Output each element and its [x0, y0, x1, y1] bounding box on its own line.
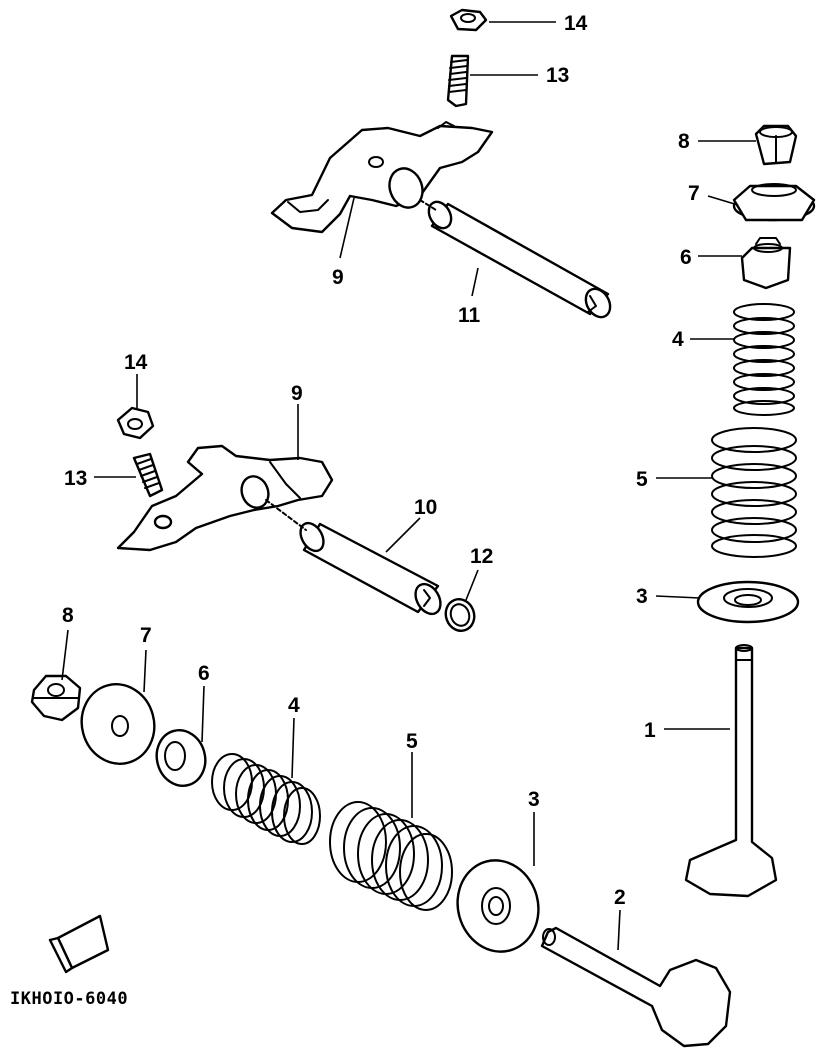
callout-1: 1	[644, 719, 656, 742]
part-8-valve-cotter-left	[30, 674, 82, 722]
callout-4-left: 4	[288, 694, 300, 717]
callout-9-mid: 9	[291, 382, 303, 405]
fwd-arrow-icon	[48, 914, 110, 974]
callout-6-right: 6	[680, 246, 692, 269]
callout-3-left: 3	[528, 788, 540, 811]
callout-4-right: 4	[672, 328, 684, 351]
callout-14-top: 14	[564, 12, 588, 35]
part-5-outer-spring-right	[711, 427, 797, 558]
callout-8-left: 8	[62, 604, 74, 627]
callout-13-top: 13	[546, 64, 569, 87]
part-13-adjusting-screw-mid	[132, 452, 164, 498]
part-2-valve-left	[540, 926, 732, 1048]
callout-8-right: 8	[678, 130, 690, 153]
part-10-rocker-shaft	[299, 521, 442, 616]
part-11-rocker-shaft	[427, 200, 612, 319]
part-14-nut-mid	[116, 406, 155, 440]
figure-code: IKHOIO-6040	[10, 989, 128, 1009]
callout-9-top: 9	[332, 266, 344, 289]
part-6-valve-stem-seal-right	[740, 237, 792, 290]
callout-13-mid: 13	[64, 467, 87, 490]
part-3-spring-seat-right	[696, 580, 800, 624]
leader-lines	[61, 21, 756, 951]
callout-5-left: 5	[406, 730, 418, 753]
part-4-inner-spring-left	[211, 753, 321, 845]
callout-11: 11	[458, 304, 481, 327]
part-4-inner-spring-right	[733, 303, 795, 416]
part-9-rocker-arm-mid	[116, 444, 334, 552]
part-13-adjusting-screw-top	[446, 54, 470, 108]
callout-10: 10	[414, 496, 437, 519]
part-3-spring-seat-left	[456, 859, 540, 953]
callout-5-right: 5	[636, 468, 648, 491]
part-5-outer-spring-left	[329, 801, 453, 911]
callout-3-right: 3	[636, 585, 648, 608]
part-7-spring-retainer-left	[80, 683, 156, 765]
part-6-valve-stem-seal-left	[155, 729, 207, 787]
callout-7-left: 7	[140, 624, 152, 647]
part-12-circlip	[444, 598, 476, 632]
callout-2: 2	[614, 886, 626, 909]
callout-6-left: 6	[198, 662, 210, 685]
part-7-spring-retainer-right	[732, 183, 816, 222]
callout-numbers: 14 13 8 7 6 4 9 11 14 9 13 10 12 5 3 8 7…	[62, 12, 700, 909]
part-8-valve-cotter-right	[754, 124, 798, 166]
callout-12: 12	[470, 545, 493, 568]
callout-7-right: 7	[688, 182, 700, 205]
part-9-rocker-arm-top	[270, 121, 494, 234]
callout-14-mid: 14	[124, 351, 148, 374]
part-14-nut-top	[449, 8, 488, 32]
part-1-valve-right	[684, 644, 778, 898]
